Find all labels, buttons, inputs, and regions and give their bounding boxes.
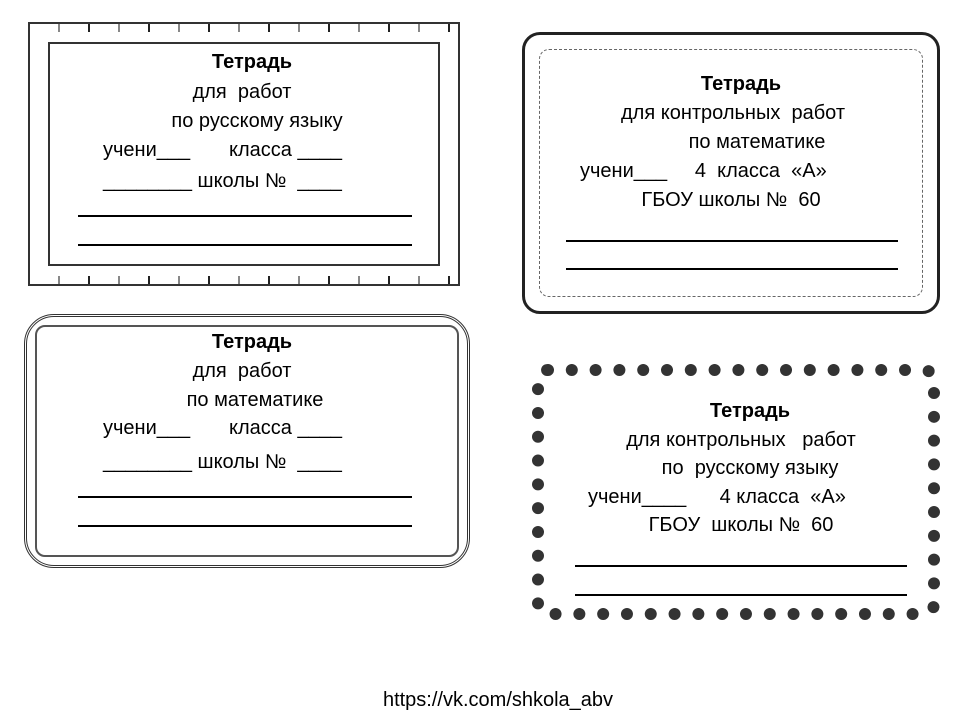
label-line: для контрольных работ [626,429,856,451]
swirl-border-frame [24,314,470,568]
blank-line [575,594,907,596]
footer-url-link[interactable]: https://vk.com/shkola_abv [382,689,614,711]
label-line: для контрольных работ [620,102,846,124]
label-student-class: учени___ 4 класса «А» [580,160,827,182]
blank-line [566,240,898,242]
label-school: ГБОУ школы № 60 [648,514,834,536]
label-subject: по математике [688,131,826,153]
blank-line [78,244,412,246]
label-student-class: учени____ 4 класса «А» [588,486,846,508]
crayon-border-frame [532,364,940,620]
label-school: ________ школы № ____ [103,451,342,473]
label-subject: по русскому языку [661,457,839,479]
label-student-class: учени___ класса ____ [103,139,342,161]
label-title: Тетрадь [709,400,791,422]
blank-line [575,565,907,567]
blank-line [78,215,412,217]
blank-line [78,525,412,527]
label-subject: по русскому языку [171,110,343,132]
label-student-class: учени___ класса ____ [103,417,342,439]
blank-line [566,268,898,270]
label-school: ГБОУ школы № 60 [641,189,821,211]
pencil-border-frame [28,22,460,286]
blank-line [78,496,412,498]
label-school: ________ школы № ____ [103,170,342,192]
school-supplies-doodle-frame [522,32,940,314]
label-line: для работ [192,81,292,103]
label-title: Тетрадь [211,51,293,73]
label-title: Тетрадь [700,73,782,95]
label-subject: по математике [186,389,324,411]
label-line: для работ [192,360,292,382]
label-title: Тетрадь [211,331,293,353]
